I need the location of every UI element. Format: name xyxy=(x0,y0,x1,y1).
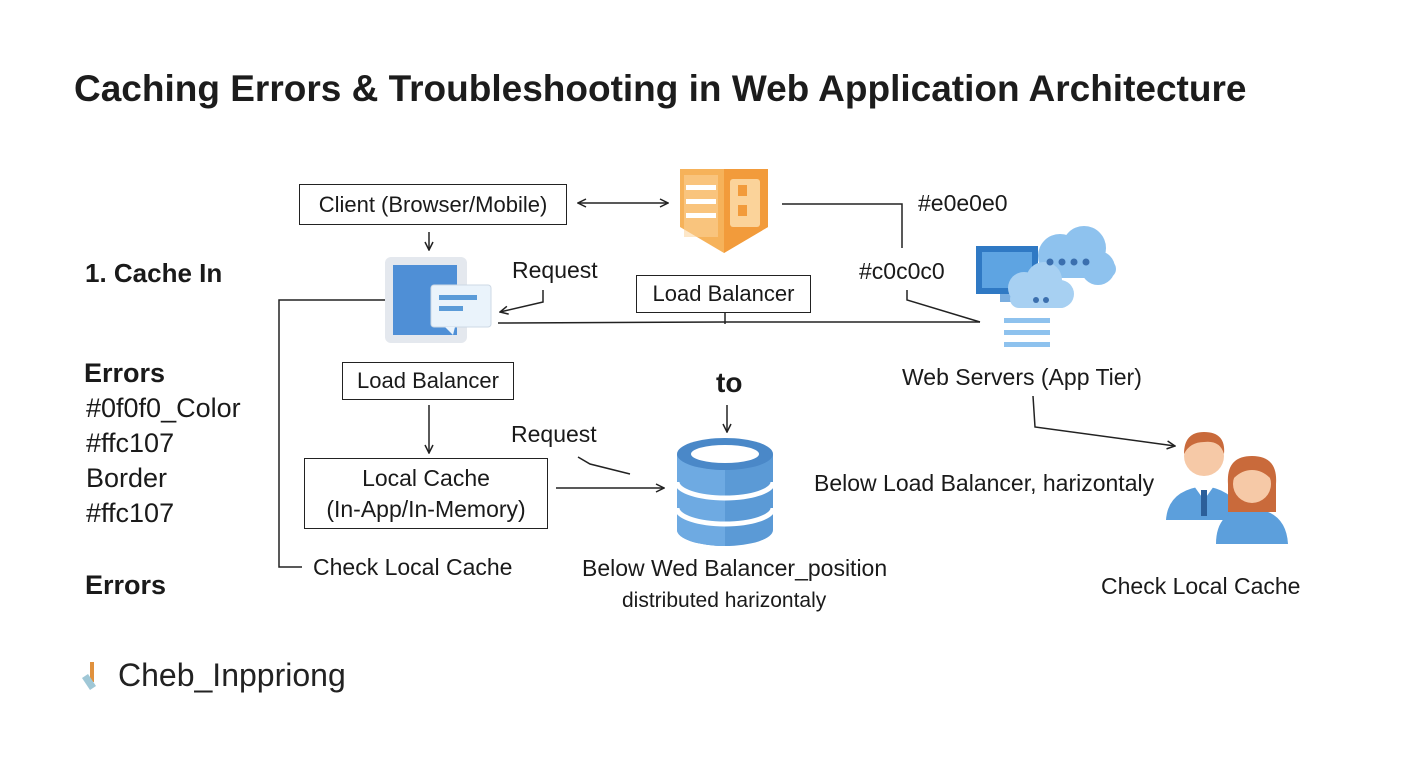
errors-heading: Errors xyxy=(84,358,166,388)
page-title: Caching Errors & Troubleshooting in Web … xyxy=(74,68,1247,109)
check-local-cache-right-label: Check Local Cache xyxy=(1101,573,1301,599)
footer-text: Cheb_Inppriong xyxy=(118,657,346,693)
left-bracket-line xyxy=(278,299,385,568)
load-balancer-left-label: Load Balancer xyxy=(357,368,499,393)
c0-to-webservers-line xyxy=(906,290,981,323)
database-icon xyxy=(675,438,775,546)
client-label: Client (Browser/Mobile) xyxy=(318,191,548,217)
local-cache-sublabel: (In-App/In-Memory) xyxy=(326,495,526,522)
below-wed-balancer-label: Below Wed Balancer_position xyxy=(582,555,888,581)
web-servers-label: Web Servers (App Tier) xyxy=(902,364,1142,390)
request-mid-line xyxy=(577,456,631,475)
tablet-icon xyxy=(385,257,492,343)
distributed-label: distributed harizontaly xyxy=(622,589,827,612)
check-local-cache-left-label: Check Local Cache xyxy=(313,554,513,580)
webservers-users-arrow xyxy=(1032,395,1175,446)
client-node[interactable]: Client (Browser/Mobile) xyxy=(299,184,567,225)
note-border: Border xyxy=(86,463,168,493)
load-balancer-top-label: Load Balancer xyxy=(652,281,795,306)
server-e0-line xyxy=(782,203,903,248)
errors-footer-heading: Errors xyxy=(85,570,167,600)
color-label-c0: #c0c0c0 xyxy=(859,258,945,284)
local-cache-node[interactable]: Local Cache (In-App/In-Memory) xyxy=(304,458,548,529)
request-to-tablet-arrow xyxy=(500,290,544,312)
users-icon xyxy=(1166,432,1288,544)
local-cache-label: Local Cache xyxy=(362,464,490,491)
request-label-top: Request xyxy=(512,257,598,283)
note-color-1: #0f0f0_Color xyxy=(86,393,241,423)
note-color-2: #ffc107 xyxy=(86,428,175,458)
below-load-balancer-label: Below Load Balancer, harizontaly xyxy=(814,470,1155,496)
tablet-webservers-line xyxy=(497,321,980,324)
color-label-e0: #e0e0e0 xyxy=(918,190,1008,216)
server-icon xyxy=(680,169,768,253)
note-color-3: #ffc107 xyxy=(86,498,175,528)
load-balancer-left-node[interactable]: Load Balancer xyxy=(342,362,514,400)
load-balancer-top-node[interactable]: Load Balancer xyxy=(636,275,811,313)
pencil-icon xyxy=(82,662,96,690)
to-label: to xyxy=(716,367,743,398)
request-label-mid: Request xyxy=(511,421,597,447)
cache-in-heading: 1. Cache In xyxy=(85,258,223,288)
web-servers-icon xyxy=(976,226,1116,347)
